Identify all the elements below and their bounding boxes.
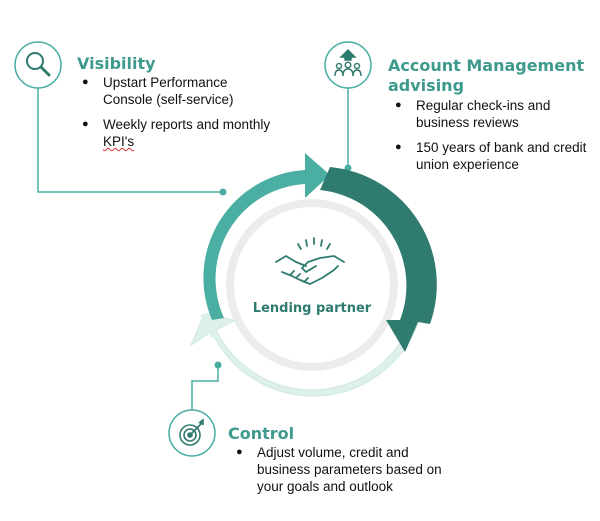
visibility-title: Visibility xyxy=(77,54,156,73)
visibility-icon-circle xyxy=(14,41,62,89)
connector-lines xyxy=(37,88,349,410)
center-label: Lending partner xyxy=(252,301,372,316)
account-icon-circle xyxy=(324,41,372,89)
light-arrow-stem xyxy=(200,312,219,339)
connector-dot xyxy=(214,361,222,369)
control-bullet-list: Adjust volume, credit and business param… xyxy=(233,444,453,503)
magnifier-icon xyxy=(26,52,51,77)
control-bullet: Adjust volume, credit and business param… xyxy=(233,444,453,495)
target-icon xyxy=(179,418,204,446)
visibility-bullet-text: Weekly reports and monthly KPI's xyxy=(103,117,271,149)
team-icon xyxy=(334,49,362,77)
control-title: Control xyxy=(228,424,295,443)
visibility-bullet: Weekly reports and monthly KPI's xyxy=(79,116,279,150)
account-bullet: 150 years of bank and credit union exper… xyxy=(392,139,592,173)
handshake-icon xyxy=(275,237,345,285)
account-title: Account Management advising xyxy=(388,56,588,96)
account-title-line2: advising xyxy=(388,76,465,95)
dark-teal-arrow xyxy=(320,167,437,352)
account-title-line1: Account Management xyxy=(388,56,585,75)
account-bullet: Regular check-ins and business reviews xyxy=(392,97,592,131)
center-disk xyxy=(234,207,390,363)
connector-dot xyxy=(219,188,227,196)
visibility-bullet-list: Upstart Performance Console (self-servic… xyxy=(79,74,279,158)
spellcheck-word: KPI's xyxy=(103,134,135,149)
teal-arrow xyxy=(203,153,330,320)
account-bullet-list: Regular check-ins and business reviews 1… xyxy=(392,97,592,181)
visibility-bullet: Upstart Performance Console (self-servic… xyxy=(79,74,279,108)
